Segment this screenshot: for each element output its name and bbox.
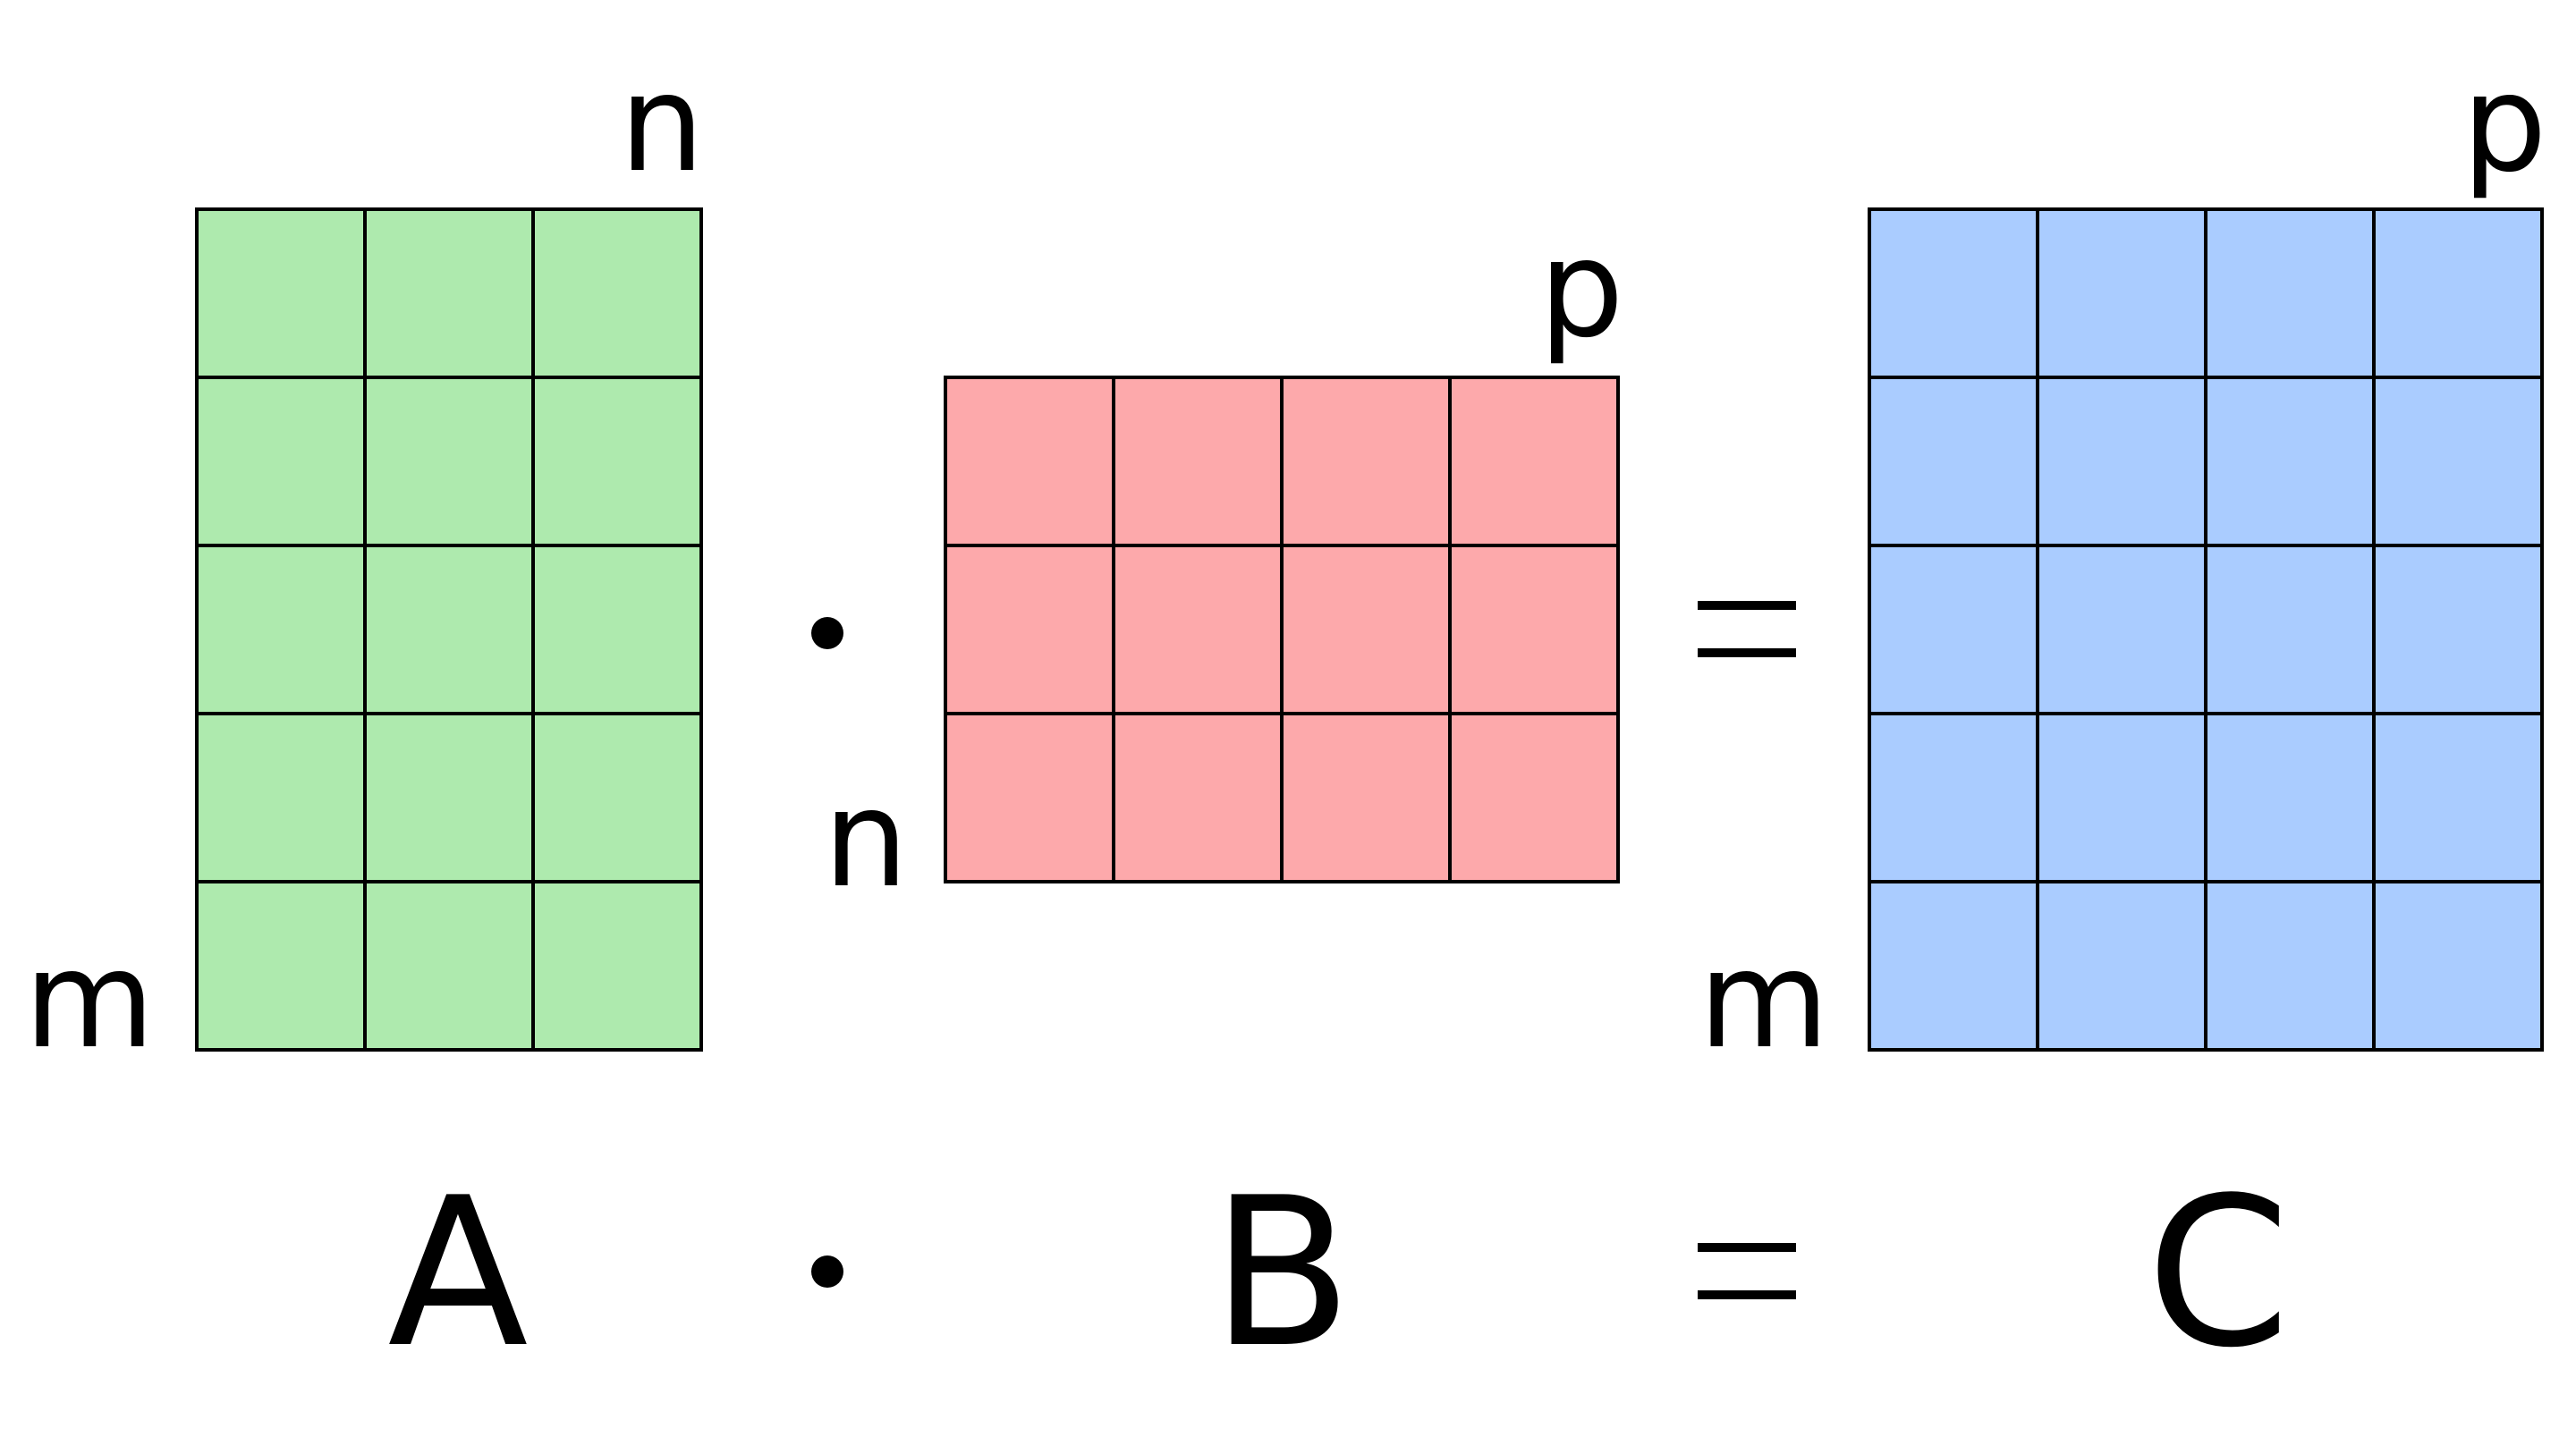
matrix-c-cell <box>2204 207 2376 379</box>
matrix-c-col-label: p <box>2462 46 2546 202</box>
matrix-b-cell <box>1280 712 1452 883</box>
matrix-b-cell <box>1112 544 1284 715</box>
matrix-a-cell <box>531 712 703 883</box>
matrix-b-cell <box>1448 376 1620 547</box>
matrix-b-cell <box>1448 712 1620 883</box>
matrix-c-cell <box>2372 712 2544 883</box>
matrix-c-cell <box>1868 207 2039 379</box>
matrix-b-cell <box>1112 376 1284 547</box>
matrix-c-cell <box>1868 376 2039 547</box>
matrix-a-cell <box>531 880 703 1052</box>
matrix-b-col-label: p <box>1538 212 1623 368</box>
matrix-a-cell <box>363 207 535 379</box>
matrix-c-cell <box>2204 376 2376 547</box>
matrix-a-cell <box>195 880 367 1052</box>
matrix-b-cell <box>1448 544 1620 715</box>
matrix-a-cell <box>531 376 703 547</box>
matrix-b-cell <box>944 544 1115 715</box>
matrix-b-row-label: n <box>823 762 908 917</box>
matrix-a-grid <box>195 207 703 1052</box>
matrix-a-cell <box>195 376 367 547</box>
matrix-a-cell <box>363 880 535 1052</box>
equals-sign-bottom <box>1698 1243 1796 1299</box>
matrix-b-cell <box>1280 376 1452 547</box>
matrix-a-cell <box>195 207 367 379</box>
matrix-c-cell <box>2372 207 2544 379</box>
matrix-c-cell <box>2204 544 2376 715</box>
matrix-a-cell <box>363 544 535 715</box>
matrix-b-cell <box>944 376 1115 547</box>
matrix-a-col-label: n <box>619 46 704 202</box>
multiply-dot-top <box>811 617 843 649</box>
matrix-a-cell <box>195 712 367 883</box>
matrix-c-cell <box>1868 712 2039 883</box>
matrix-b-cell <box>1280 544 1452 715</box>
matrix-c-cell <box>1868 544 2039 715</box>
matrix-c-cell <box>2036 376 2207 547</box>
matrix-c-grid <box>1868 207 2544 1052</box>
matrix-c-row-label: m <box>1699 923 1829 1078</box>
matrix-b-name: B <box>1211 1154 1352 1393</box>
matrix-a-cell <box>531 544 703 715</box>
matrix-c-cell <box>2036 207 2207 379</box>
matrix-c-cell <box>2036 880 2207 1052</box>
matrix-c-cell <box>2204 880 2376 1052</box>
matrix-c-cell <box>2372 376 2544 547</box>
matrix-b-grid <box>944 376 1620 883</box>
matrix-c-cell <box>2372 544 2544 715</box>
matrix-c-cell <box>2036 712 2207 883</box>
multiply-dot-bottom <box>811 1255 843 1288</box>
matrix-c-cell <box>2372 880 2544 1052</box>
matrix-a-cell <box>195 544 367 715</box>
matrix-c-cell <box>1868 880 2039 1052</box>
matrix-a-name: A <box>387 1154 528 1393</box>
equals-sign-top <box>1698 601 1796 657</box>
matrix-c-cell <box>2204 712 2376 883</box>
matrix-a-cell <box>363 376 535 547</box>
matrix-a-cell <box>531 207 703 379</box>
matrix-b-cell <box>944 712 1115 883</box>
matrix-c-cell <box>2036 544 2207 715</box>
matrix-a-row-label: m <box>24 923 155 1078</box>
matrix-b-cell <box>1112 712 1284 883</box>
matrix-a-cell <box>363 712 535 883</box>
matrix-c-name: C <box>2147 1154 2291 1393</box>
